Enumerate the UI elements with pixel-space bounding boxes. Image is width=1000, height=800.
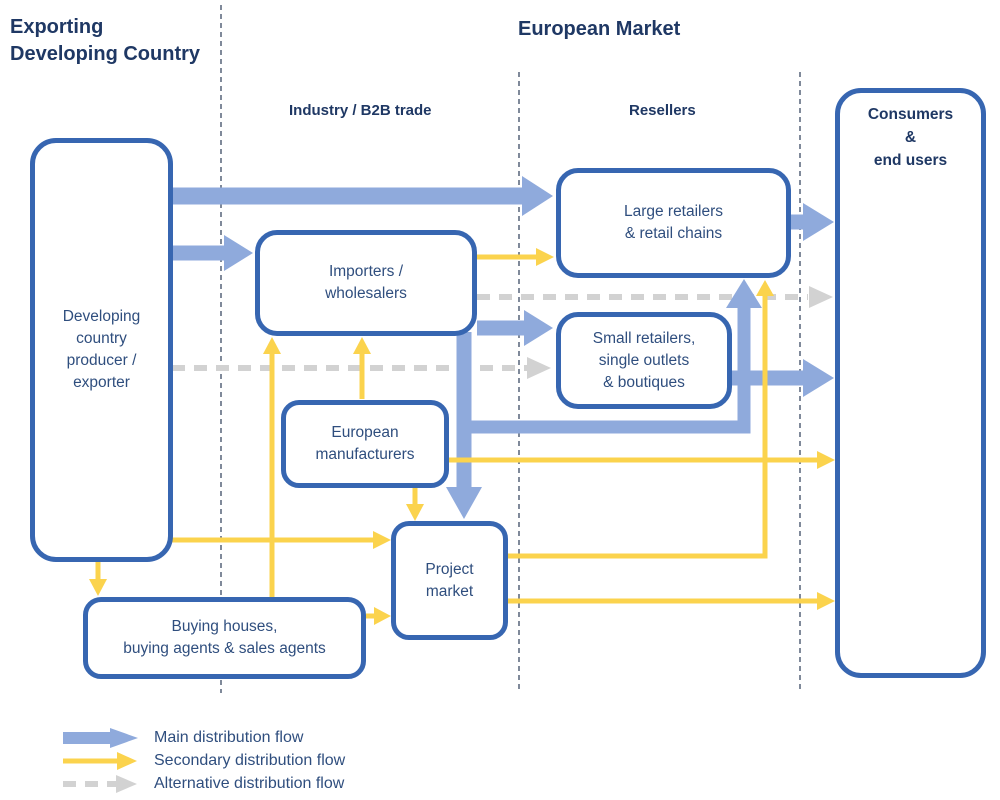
box-large-retailers: Large retailers & retail chains	[556, 168, 791, 278]
alt-flow-importers-to-consumers-arrow	[477, 286, 833, 308]
box-label-importers: Importers / wholesalers	[325, 263, 407, 302]
box-label-large-retailers: Large retailers & retail chains	[623, 203, 724, 242]
main-flow-large-retailers-to-consumers-arrow	[790, 203, 834, 241]
sec-flow-producer-to-project-market-arrow	[172, 531, 391, 549]
sec-flow-buying-houses-to-project-market-arrow	[366, 607, 391, 625]
box-european-manufacturers: European manufacturers	[281, 400, 449, 488]
sec-flow-importers-to-large-retailers-arrow	[477, 248, 554, 266]
box-buying-houses-agents: Buying houses, buying agents & sales age…	[83, 597, 366, 679]
legend-alternative-flow-arrow-icon	[63, 774, 137, 793]
sec-flow-buying-houses-to-importers-arrow	[263, 337, 281, 597]
sec-flow-manufacturers-to-consumers-arrow	[448, 451, 835, 469]
box-label-european-manufacturers: European manufacturers	[315, 424, 415, 463]
box-consumers-end-users: Consumers & end users	[835, 88, 986, 678]
sec-flow-project-market-to-consumers-arrow	[507, 592, 835, 610]
legend-label-secondary: Secondary distribution flow	[154, 751, 346, 769]
box-label-small-retailers: Small retailers, single outlets & boutiq…	[592, 329, 696, 391]
legend: Main distribution flow Secondary distrib…	[60, 726, 345, 795]
main-flow-producer-to-importers-arrow	[172, 235, 253, 271]
legend-main-flow-arrow-icon	[63, 727, 138, 748]
legend-row-alternative: Alternative distribution flow	[60, 772, 345, 795]
box-label-buying-houses: Buying houses, buying agents & sales age…	[123, 618, 326, 657]
sec-flow-producer-to-buying-houses-arrow	[89, 562, 107, 596]
sec-flow-manufacturers-to-project-market-arrow	[406, 488, 424, 521]
title-european-market: European Market	[518, 18, 681, 40]
column-header-resellers: Resellers	[629, 102, 696, 119]
box-small-retailers: Small retailers, single outlets & boutiq…	[556, 312, 732, 409]
main-flow-importers-to-small-retailers-arrow	[477, 310, 553, 346]
main-flow-importers-to-large-retailers-arrow	[464, 279, 762, 434]
box-importers-wholesalers: Importers / wholesalers	[255, 230, 477, 336]
box-label-consumers: Consumers & end users	[867, 106, 954, 169]
legend-secondary-flow-arrow-icon	[63, 751, 137, 770]
sec-flow-project-market-to-large-retailers-arrow	[507, 280, 774, 559]
title-exporting-developing-country: Exporting Developing Country	[10, 16, 201, 65]
legend-row-main: Main distribution flow	[60, 726, 345, 749]
box-label-producer: Developing country producer / exporter	[62, 308, 141, 391]
box-label-project-market: Project market	[425, 560, 474, 600]
legend-label-alternative: Alternative distribution flow	[154, 774, 345, 792]
main-flow-producer-to-large-retailers-arrow	[172, 176, 553, 216]
legend-label-main: Main distribution flow	[154, 728, 304, 746]
legend-row-secondary: Secondary distribution flow	[60, 749, 345, 772]
sec-flow-manufacturers-to-importers-arrow	[353, 337, 371, 399]
box-project-market: Project market	[391, 521, 508, 640]
column-header-industry-b2b-trade: Industry / B2B trade	[289, 102, 432, 119]
box-developing-country-producer: Developing country producer / exporter	[30, 138, 173, 562]
